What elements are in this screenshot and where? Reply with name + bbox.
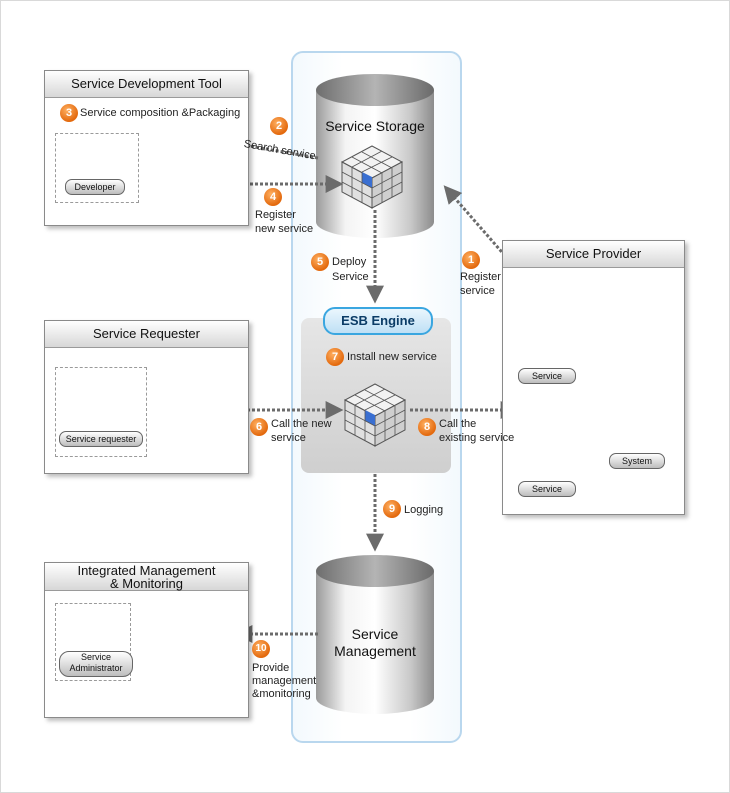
admin-line2: Administrator <box>69 663 123 673</box>
step-4-line1: Register <box>255 209 296 221</box>
step-3-label: Service composition &Packaging <box>80 107 241 119</box>
step-5-line1: Deploy <box>332 256 367 268</box>
step-badge-3: 3 <box>60 104 78 122</box>
step-badge-10: 10 <box>252 640 270 658</box>
service-pill-1: Service <box>518 368 576 384</box>
step-1-line1: Register <box>460 271 501 283</box>
service-administrator-pill: Service Administrator <box>59 651 133 677</box>
panel-title: Service Development Tool <box>45 71 248 98</box>
panel-service-requester: Service Requester <box>44 320 249 474</box>
service-management-label-line2: Management <box>334 643 416 659</box>
step-6-line2: service <box>271 432 306 444</box>
panel-title: Service Requester <box>45 321 248 348</box>
service-management-cylinder <box>316 555 434 714</box>
service-management-label-line1: Service <box>351 626 399 642</box>
step-6-line1: Call the new <box>271 418 332 430</box>
step-9-label: Logging <box>404 504 444 516</box>
step-badge-2: 2 <box>270 117 288 135</box>
esb-engine-pill: ESB Engine <box>323 307 433 335</box>
step-1-line2: service <box>460 285 495 297</box>
step-badge-7: 7 <box>326 348 344 366</box>
step-8-line2: existing service <box>439 432 515 444</box>
system-pill: System <box>609 453 665 469</box>
service-storage-label: Service Storage <box>325 118 425 134</box>
step-7-label: Install new service <box>347 351 437 363</box>
step-badge-9: 9 <box>383 500 401 518</box>
panel-title: Service Provider <box>503 241 684 268</box>
step-badge-5: 5 <box>311 253 329 271</box>
step-badge-1: 1 <box>462 251 480 269</box>
step-badge-4: 4 <box>264 188 282 206</box>
step-5-line2: Service <box>332 271 369 283</box>
developer-box <box>55 133 139 203</box>
panel-integrated-management: Integrated Management & Monitoring <box>44 562 249 718</box>
administrator-box <box>55 603 131 681</box>
panel-title-line1: Integrated Management <box>77 563 216 578</box>
step-10-line3: &monitoring <box>252 688 311 700</box>
panel-service-development-tool: Service Development Tool <box>44 70 249 226</box>
cube-icon-storage <box>340 145 404 209</box>
esb-engine-label: ESB Engine <box>341 313 415 328</box>
requester-box <box>55 367 147 457</box>
cube-icon-esb <box>343 383 407 447</box>
panel-title-line2: & Monitoring <box>110 576 183 591</box>
service-requester-pill: Service requester <box>59 431 143 447</box>
step-badge-8: 8 <box>418 418 436 436</box>
step-10-line2: management <box>252 675 317 687</box>
panel-title: Integrated Management & Monitoring <box>45 563 248 591</box>
step-4-line2: new service <box>255 223 314 235</box>
step-badge-6: 6 <box>250 418 268 436</box>
service-pill-2: Service <box>518 481 576 497</box>
step-8-line1: Call the <box>439 418 477 430</box>
admin-line1: Service <box>80 652 111 662</box>
step-10-line1: Provide <box>252 662 290 674</box>
developer-pill: Developer <box>65 179 125 195</box>
